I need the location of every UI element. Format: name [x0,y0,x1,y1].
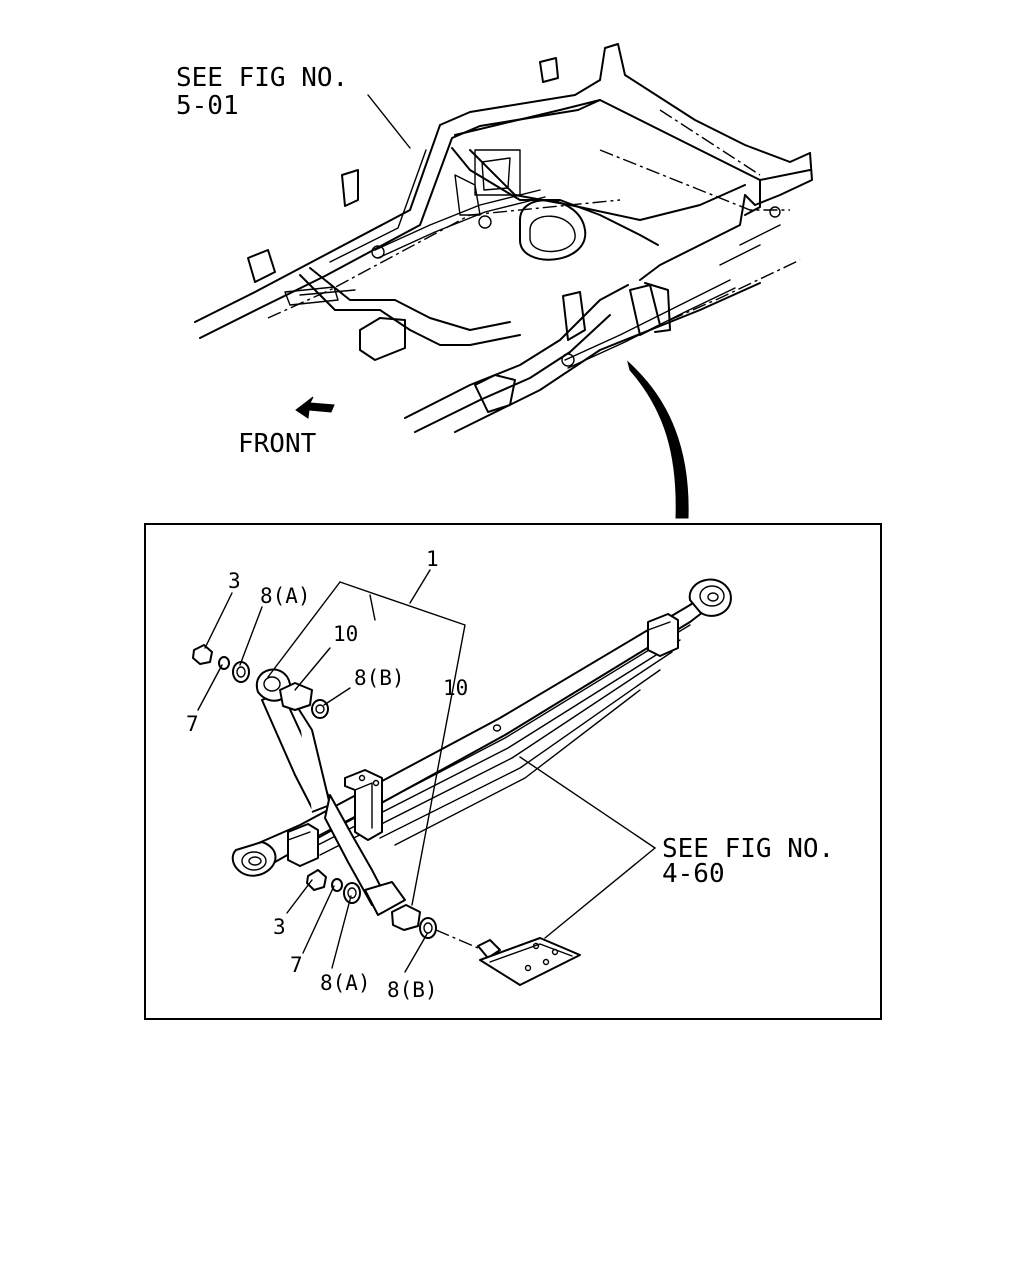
nut-upper [192,644,213,665]
callout-shock-right: 10 [443,676,468,700]
callout-washer-upper: 7 [186,712,199,736]
spring-ref-line1: SEE FIG NO. [662,834,834,864]
callout-nut-upper: 3 [228,569,241,593]
leaf-spring-assembly-illustration [192,578,732,986]
spring-ref-line2: 4-60 [662,859,725,889]
frame-ref-leader [367,94,411,149]
callout-bush-a-lower: 8(A) [320,971,371,995]
bush-a-upper [232,661,250,683]
front-direction-arrow-icon [295,396,335,419]
callout-nut-lower: 3 [273,915,286,939]
callout-shock-upper: 10 [333,622,358,646]
detail-pointer-arrow [627,360,689,519]
nut-lower [306,869,327,891]
callout-leaders [197,569,656,973]
bush-b-lower-shaft [391,904,421,931]
callout-spring-assembly: 1 [426,547,439,571]
callout-bush-b-lower: 8(B) [387,978,438,1002]
callout-washer-lower: 7 [290,953,303,977]
bush-b-upper-shaft [279,682,313,711]
washer-lower [331,878,343,892]
frame-ref-line1: SEE FIG NO. [176,63,348,93]
detail-frame [144,523,882,1020]
bush-a-lower [343,882,361,904]
callout-bush-b-upper: 8(B) [354,666,405,690]
bush-b-lower [419,917,437,939]
callout-bush-a-upper: 8(A) [260,584,311,608]
front-label: FRONT [238,429,317,459]
chassis-frame-illustration [194,43,813,433]
frame-ref-line2: 5-01 [176,91,239,121]
bush-b-upper [311,699,329,719]
